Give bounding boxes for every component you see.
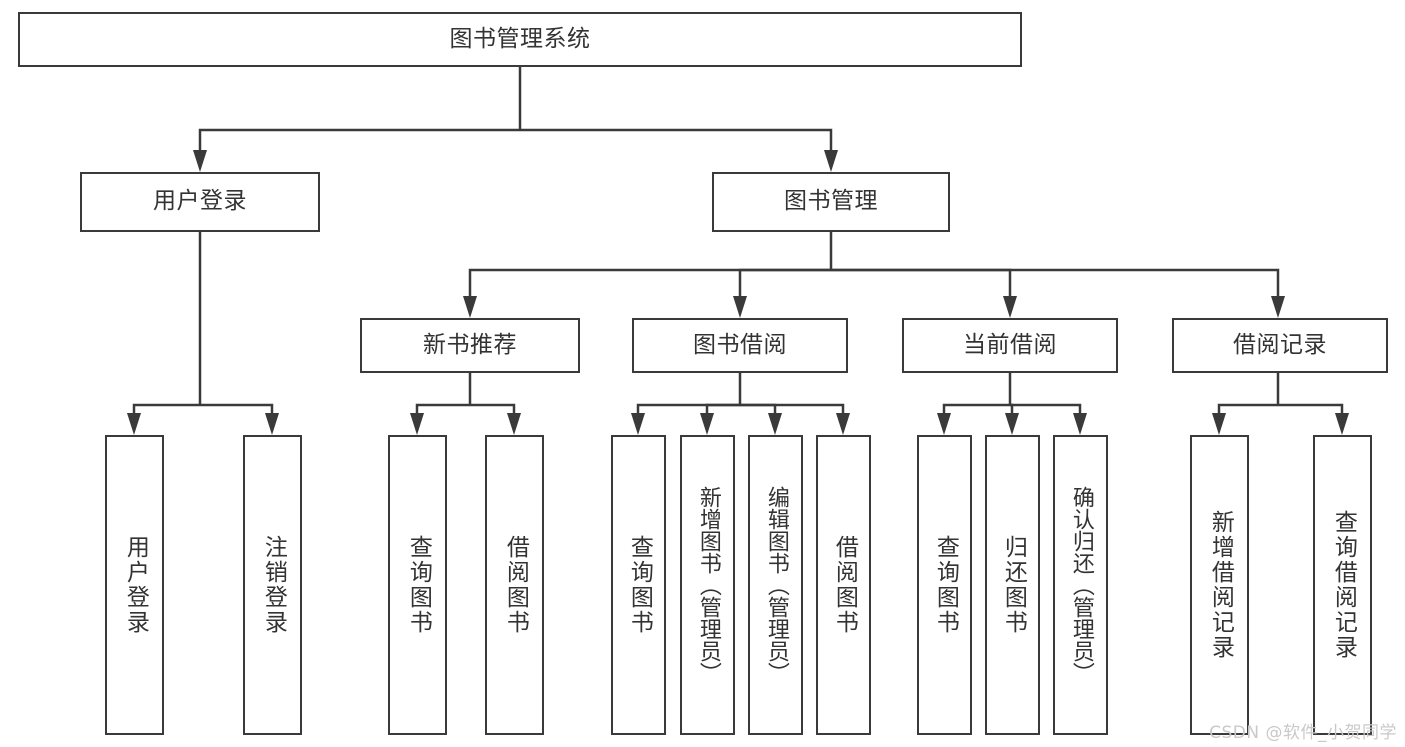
- arrow-head-icon: [1271, 296, 1285, 318]
- arrow-head-icon: [937, 413, 951, 435]
- node-label-borrow-record: 借阅记录: [1233, 331, 1327, 358]
- arrow-head-icon: [1005, 413, 1019, 435]
- node-leaf-query-book-1[interactable]: 查询图书: [388, 435, 447, 735]
- node-label-book-borrow: 图书借阅: [693, 331, 787, 358]
- node-book-manage[interactable]: 图书管理: [712, 172, 950, 232]
- node-label-new-book-rec: 新书推荐: [423, 331, 517, 358]
- node-label-leaf-borrow-book-1: 借阅图书: [502, 535, 529, 635]
- watermark-text: CSDN @软件_小贺同学: [1209, 723, 1397, 743]
- node-label-leaf-add-book: 新增图书（管理员）: [695, 486, 721, 684]
- node-label-user-login: 用户登录: [153, 188, 247, 215]
- node-book-borrow[interactable]: 图书借阅: [632, 318, 848, 373]
- edge-current-borrow-to-leaf-confirm-return: [1010, 403, 1087, 435]
- node-label-current-borrow: 当前借阅: [963, 331, 1057, 358]
- node-label-leaf-query-book-3: 查询图书: [932, 535, 959, 635]
- edge-borrow-record-to-leaf-add-record: [1212, 373, 1280, 435]
- node-label-leaf-query-book-1: 查询图书: [405, 535, 432, 635]
- edge-book-manage-to-current-borrow: [831, 268, 1017, 318]
- node-leaf-query-book-3[interactable]: 查询图书: [917, 435, 972, 735]
- edge-book-manage-to-new-book-rec: [463, 232, 833, 318]
- node-leaf-add-book[interactable]: 新增图书（管理员）: [680, 435, 735, 735]
- node-leaf-edit-book[interactable]: 编辑图书（管理员）: [748, 435, 803, 735]
- node-borrow-record[interactable]: 借阅记录: [1172, 318, 1388, 373]
- edge-root-to-book-manage: [520, 128, 838, 172]
- node-leaf-user-logout[interactable]: 注销登录: [243, 435, 302, 735]
- node-label-leaf-edit-book: 编辑图书（管理员）: [763, 486, 789, 684]
- node-leaf-borrow-book-1[interactable]: 借阅图书: [485, 435, 544, 735]
- edge-user-login-to-leaf-user-login: [127, 232, 202, 435]
- edge-book-borrow-to-leaf-borrow-book-2: [740, 403, 850, 435]
- edge-book-borrow-to-leaf-edit-book: [740, 403, 782, 435]
- node-root[interactable]: 图书管理系统: [18, 12, 1022, 67]
- node-leaf-return-book[interactable]: 归还图书: [985, 435, 1040, 735]
- node-label-leaf-add-record: 新增借阅记录: [1207, 510, 1234, 660]
- node-label-leaf-query-record: 查询借阅记录: [1330, 510, 1357, 660]
- node-label-leaf-borrow-book-2: 借阅图书: [831, 535, 858, 635]
- arrow-head-icon: [824, 150, 838, 172]
- arrow-head-icon: [768, 413, 782, 435]
- arrow-head-icon: [700, 413, 714, 435]
- node-label-leaf-user-login: 用户登录: [122, 535, 149, 635]
- edge-borrow-record-to-leaf-query-record: [1278, 403, 1349, 435]
- arrow-head-icon: [507, 413, 521, 435]
- node-leaf-query-record[interactable]: 查询借阅记录: [1313, 435, 1372, 735]
- node-leaf-confirm-return[interactable]: 确认归还（管理员）: [1053, 435, 1108, 735]
- node-label-root: 图书管理系统: [449, 25, 591, 52]
- edge-book-manage-to-borrow-record: [831, 268, 1285, 318]
- arrow-head-icon: [1335, 413, 1349, 435]
- edge-new-book-rec-to-leaf-borrow-book-1: [470, 403, 521, 435]
- edge-root-to-user-login: [193, 67, 522, 172]
- edge-current-borrow-to-leaf-return-book: [1005, 403, 1019, 435]
- arrow-head-icon: [733, 296, 747, 318]
- node-current-borrow[interactable]: 当前借阅: [902, 318, 1118, 373]
- arrow-head-icon: [265, 413, 279, 435]
- arrow-head-icon: [631, 413, 645, 435]
- arrow-head-icon: [1212, 413, 1226, 435]
- arrow-head-icon: [836, 413, 850, 435]
- arrow-head-icon: [1073, 413, 1087, 435]
- arrow-head-icon: [463, 296, 477, 318]
- arrow-head-icon: [193, 150, 207, 172]
- node-label-leaf-return-book: 归还图书: [1000, 535, 1027, 635]
- node-leaf-add-record[interactable]: 新增借阅记录: [1190, 435, 1249, 735]
- arrow-head-icon: [410, 413, 424, 435]
- arrow-head-icon: [127, 413, 141, 435]
- node-leaf-user-login[interactable]: 用户登录: [105, 435, 164, 735]
- node-label-book-manage: 图书管理: [784, 188, 878, 215]
- node-new-book-rec[interactable]: 新书推荐: [360, 318, 580, 373]
- node-leaf-borrow-book-2[interactable]: 借阅图书: [816, 435, 871, 735]
- edge-new-book-rec-to-leaf-query-book-1: [410, 373, 472, 435]
- node-user-login[interactable]: 用户登录: [80, 172, 320, 232]
- arrow-head-icon: [1003, 296, 1017, 318]
- edge-user-login-to-leaf-user-logout: [200, 403, 279, 435]
- node-leaf-query-book-2[interactable]: 查询图书: [611, 435, 666, 735]
- node-label-leaf-user-logout: 注销登录: [260, 535, 287, 635]
- edge-book-manage-to-book-borrow: [733, 268, 831, 318]
- node-label-leaf-query-book-2: 查询图书: [626, 535, 653, 635]
- edge-book-borrow-to-leaf-add-book: [700, 403, 740, 435]
- node-label-leaf-confirm-return: 确认归还（管理员）: [1068, 486, 1094, 684]
- edge-book-borrow-to-leaf-query-book-2: [631, 373, 742, 435]
- edge-current-borrow-to-leaf-query-book-3: [937, 373, 1012, 435]
